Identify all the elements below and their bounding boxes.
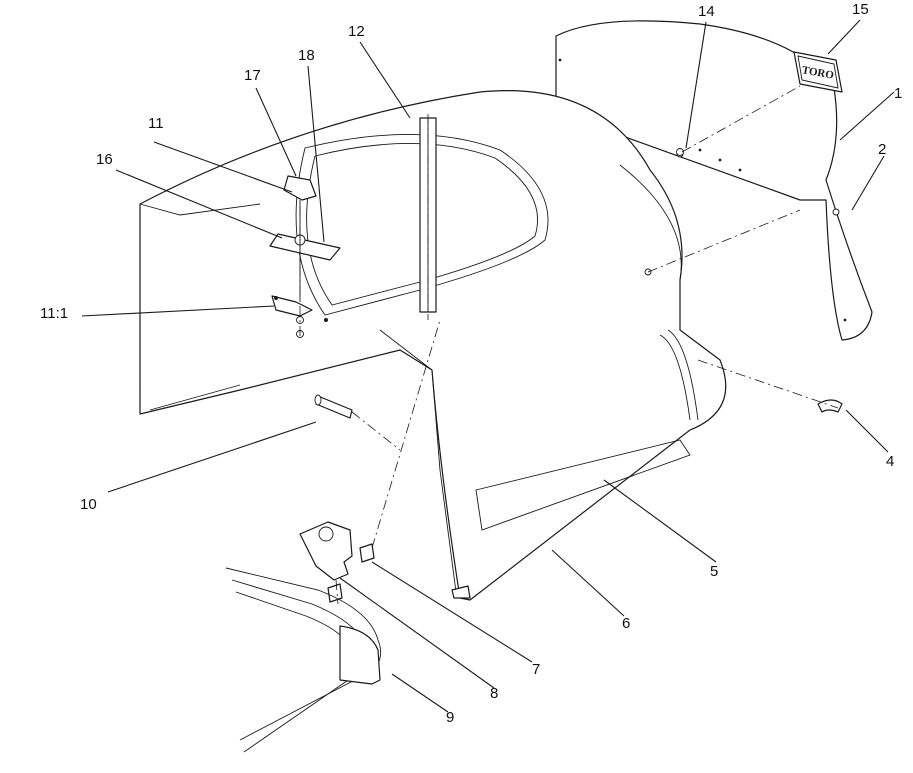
callout-11-1: 11:1	[40, 305, 68, 322]
callout-16: 16	[96, 151, 113, 168]
frame-rail	[225, 567, 382, 753]
callout-11: 11	[148, 115, 164, 132]
callout-17: 17	[244, 67, 261, 84]
callout-10: 10	[80, 496, 97, 513]
callout-18: 18	[298, 47, 315, 64]
callout-6: 6	[622, 615, 630, 632]
callout-labels: 1 2 4 5 6 7 8 9 10 11 11:1 12 14 15 16 1…	[40, 1, 902, 726]
hinge-pin	[314, 394, 353, 419]
logo-text: TORO	[801, 64, 835, 81]
callout-2: 2	[878, 141, 886, 158]
callout-5: 5	[710, 563, 718, 580]
latch-assembly	[269, 175, 341, 338]
clip-4	[817, 399, 843, 413]
hinge-bracket	[299, 521, 375, 603]
screw-14	[676, 148, 684, 156]
callout-9: 9	[446, 709, 454, 726]
callout-1: 1	[894, 85, 902, 102]
rear-panel	[555, 20, 873, 341]
leader-lines	[81, 19, 895, 713]
callout-7: 7	[532, 661, 540, 678]
logo-plate: TORO	[793, 51, 843, 93]
callout-8: 8	[490, 685, 498, 702]
callout-12: 12	[348, 23, 365, 40]
callout-15: 15	[852, 1, 869, 18]
callout-14: 14	[698, 3, 715, 20]
callout-4: 4	[886, 453, 894, 470]
center-lines	[299, 85, 839, 605]
